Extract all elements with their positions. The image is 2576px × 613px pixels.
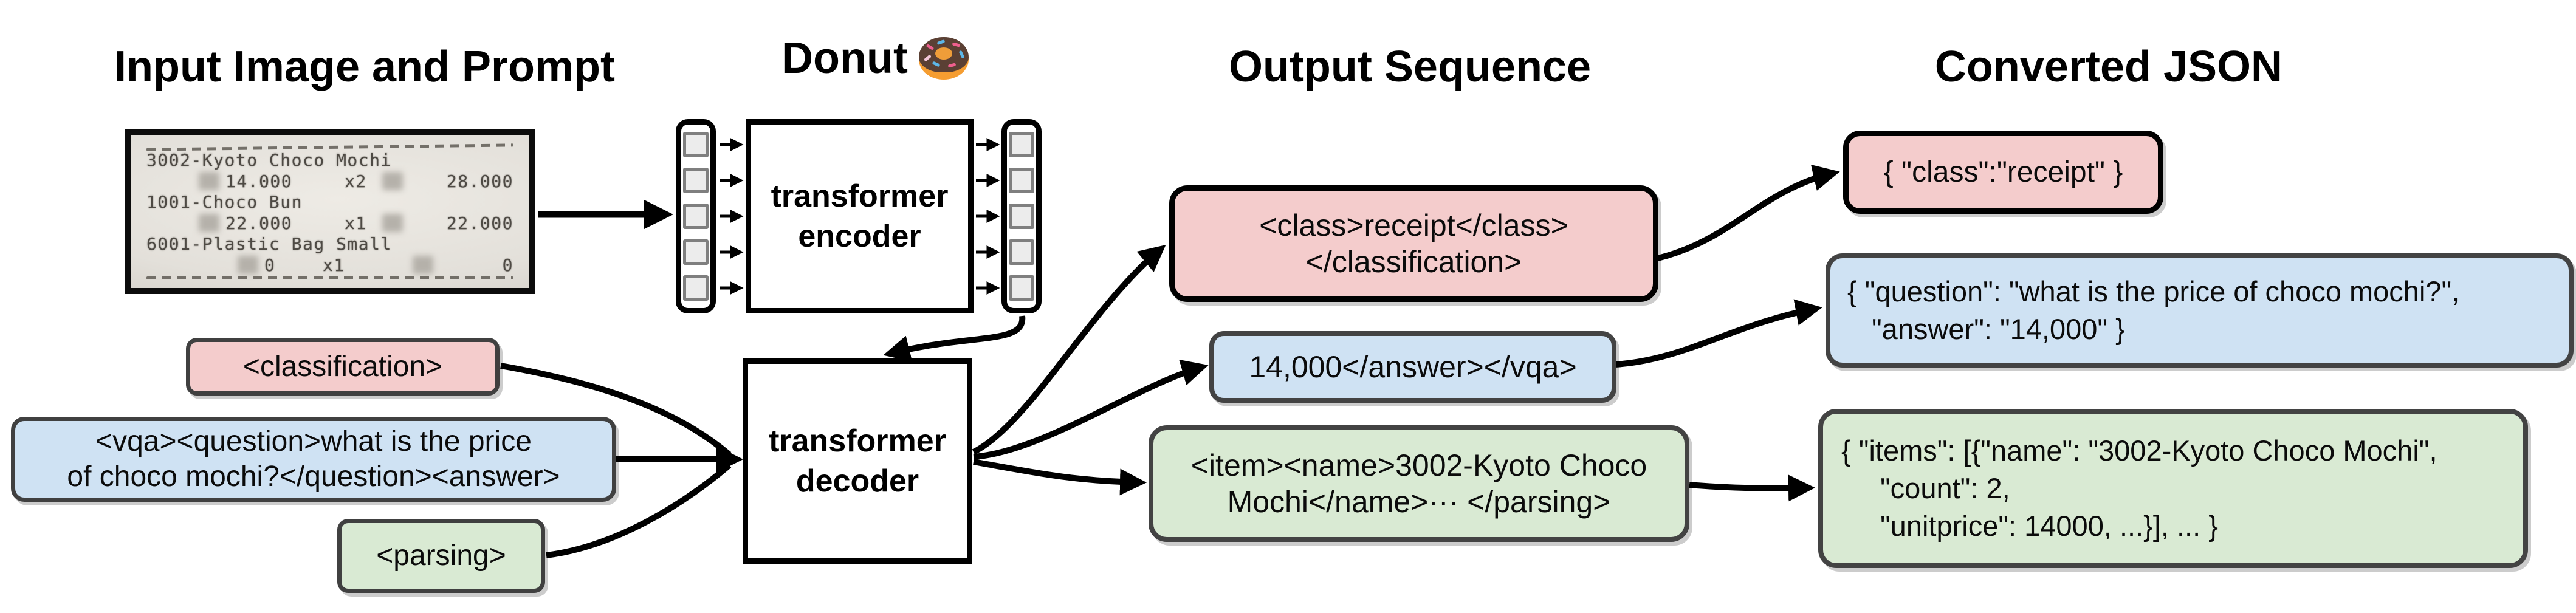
json-vqa-line1: { "question": "what is the price of choc… (1847, 275, 2460, 307)
input-receipt-image: 3002-Kyoto Choco Mochi 14.000 x2 28.000 … (125, 129, 535, 294)
output-parsing: <item><name>3002-Kyoto Choco Mochi</name… (1149, 425, 1689, 542)
json-parsing-line2: "count": 2, (1880, 472, 2010, 504)
arrow-decoder-to-output-classification (972, 244, 1166, 455)
embedding-token (1009, 132, 1034, 157)
receipt-item-text: 1001-Choco Bun (146, 192, 303, 213)
blur-patch (199, 214, 219, 233)
transformer-decoder-box: transformer decoder (743, 358, 972, 564)
arrow-decoder-to-output-vqa (973, 359, 1209, 460)
output-section-title: Output Sequence (1228, 43, 1592, 91)
model-title-label: Donut (781, 34, 908, 83)
receipt-item-line: 3002-Kyoto Choco Mochi (146, 150, 513, 171)
arrow-prompt-classification (500, 363, 732, 457)
output-classification: <class>receipt</class> </classification> (1169, 185, 1658, 302)
arrow-output-to-json-vqa (1615, 299, 1822, 368)
patch-token (683, 275, 709, 301)
prompt-parsing-text: <parsing> (376, 539, 506, 572)
patch-token (683, 204, 709, 229)
arrow-decoder-to-output-parsing (973, 459, 1147, 496)
arrow-output-to-json-parsing (1689, 474, 1815, 502)
receipt-price: 14.000 (225, 171, 293, 191)
receipt-qty: x2 (345, 171, 367, 191)
json-vqa: { "question": "what is the price of choc… (1826, 253, 2574, 368)
receipt-total: 22.000 (446, 213, 513, 233)
prompt-parsing: <parsing> (337, 519, 545, 593)
encoder-label-line2: encoder (798, 219, 921, 254)
json-parsing-line3: "unitprice": 14000, ...}], ... } (1880, 510, 2218, 542)
blur-patch (413, 256, 433, 275)
output-parsing-line2: Mochi</name>··· </parsing> (1227, 485, 1611, 519)
json-parsing: { "items": [{"name": "3002-Kyoto Choco M… (1818, 409, 2528, 568)
prompt-classification: <classification> (186, 338, 500, 396)
receipt-item-text: 6001-Plastic Bag Small (146, 234, 392, 255)
embedding-token (1009, 204, 1034, 229)
donut-icon (918, 37, 969, 80)
patch-token (683, 239, 709, 265)
input-section-title: Input Image and Prompt (114, 43, 616, 91)
output-parsing-line1: <item><name>3002-Kyoto Choco (1190, 448, 1647, 482)
embedding-token (1009, 239, 1034, 265)
receipt-total: 0 (502, 255, 513, 275)
decoder-label-line1: transformer (769, 423, 946, 459)
blur-patch (382, 172, 403, 191)
json-parsing-line1: { "items": [{"name": "3002-Kyoto Choco M… (1841, 434, 2437, 467)
arrow-output-to-json-classification (1657, 165, 1840, 261)
output-vqa: 14,000</answer></vqa> (1209, 331, 1616, 403)
transformer-encoder-box: transformer encoder (746, 119, 974, 313)
receipt-dashed-line (146, 276, 513, 279)
embedding-token (1009, 275, 1034, 301)
receipt-total: 28.000 (446, 171, 513, 191)
patch-token (683, 168, 709, 193)
prompt-vqa: <vqa><question>what is the price of choc… (11, 417, 616, 502)
arrow-encoder-to-decoder (883, 315, 1026, 362)
receipt-item-line: 6001-Plastic Bag Small (146, 234, 513, 255)
receipt-item-text: 3002-Kyoto Choco Mochi (146, 150, 392, 171)
receipt-item-line: 1001-Choco Bun (146, 192, 513, 213)
blur-patch (199, 172, 219, 191)
embedding-token (1009, 168, 1034, 193)
encoder-label-line1: transformer (771, 179, 949, 214)
blur-patch (382, 214, 403, 233)
encoder-output-token-column (1001, 119, 1042, 313)
receipt-money-line: 22.000 x1 22.000 (146, 213, 513, 233)
json-section-title: Converted JSON (1934, 43, 2283, 91)
receipt-qty: x1 (323, 255, 345, 275)
json-vqa-line2: "answer": "14,000" } (1872, 313, 2125, 345)
arrow-prompt-parsing (546, 463, 732, 558)
receipt-money-line: 14.000 x2 28.000 (146, 171, 513, 191)
model-section-title: Donut (763, 34, 987, 83)
prompt-vqa-line2: of choco mochi?</question><answer> (67, 461, 560, 493)
json-classification: { "class":"receipt" } (1843, 131, 2163, 214)
prompt-classification-text: <classification> (242, 350, 443, 383)
receipt-qty: x1 (345, 213, 367, 233)
output-classification-line1: <class>receipt</class> (1259, 208, 1568, 242)
prompt-vqa-line1: <vqa><question>what is the price (95, 425, 532, 457)
output-classification-line2: </classification> (1305, 245, 1522, 279)
encoder-input-token-column (676, 119, 716, 313)
receipt-price: 0 (264, 255, 276, 275)
receipt-money-line: 0 x1 0 (146, 255, 513, 275)
decoder-label-line2: decoder (795, 464, 919, 499)
patch-token (683, 132, 709, 157)
output-vqa-text: 14,000</answer></vqa> (1249, 350, 1577, 384)
json-classification-text: { "class":"receipt" } (1883, 156, 2123, 188)
blur-patch (238, 256, 258, 275)
receipt-price: 22.000 (225, 213, 293, 233)
